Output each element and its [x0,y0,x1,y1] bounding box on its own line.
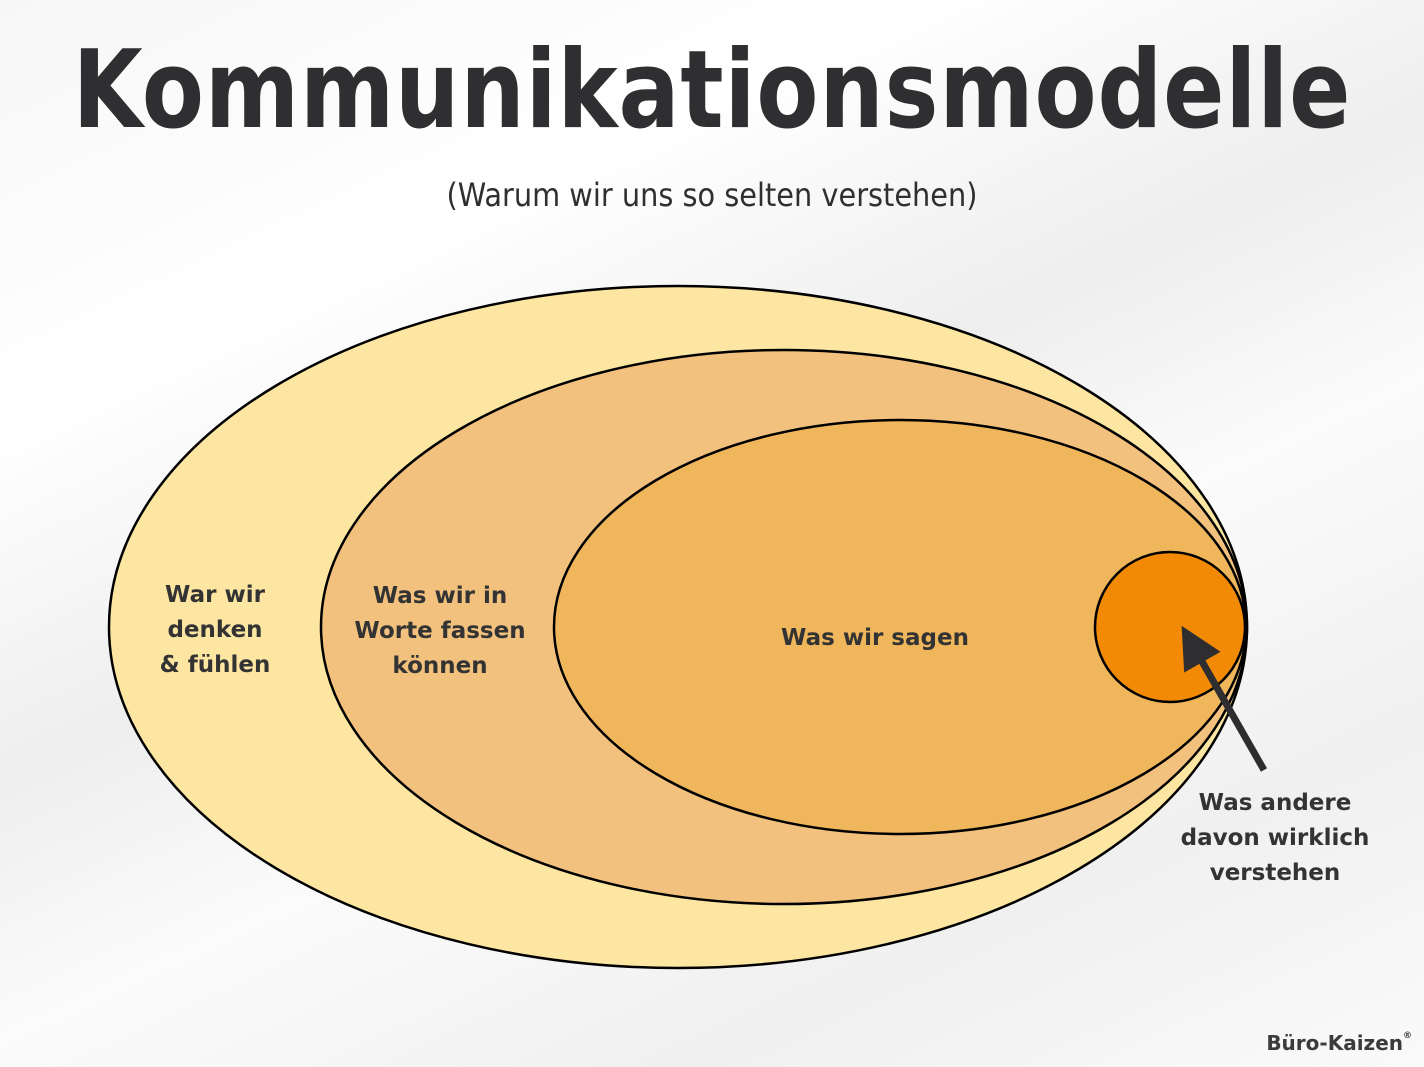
page-title: Kommunikationsmodelle [72,28,1352,153]
brand-logo: Büro-Kaizen® [1266,1031,1412,1055]
page-subtitle: (Warum wir uns so selten verstehen) [446,176,978,214]
label-think-feel: War wir denken & fühlen [159,582,271,678]
label-put-in-words: Was wir in Worte fassen können [354,583,526,679]
arrow-icon [1181,625,1268,772]
label-say: Was wir sagen [781,625,969,651]
label-understood: Was andere davon wirklich verstehen [1180,790,1370,886]
circle-understood [1093,550,1247,704]
